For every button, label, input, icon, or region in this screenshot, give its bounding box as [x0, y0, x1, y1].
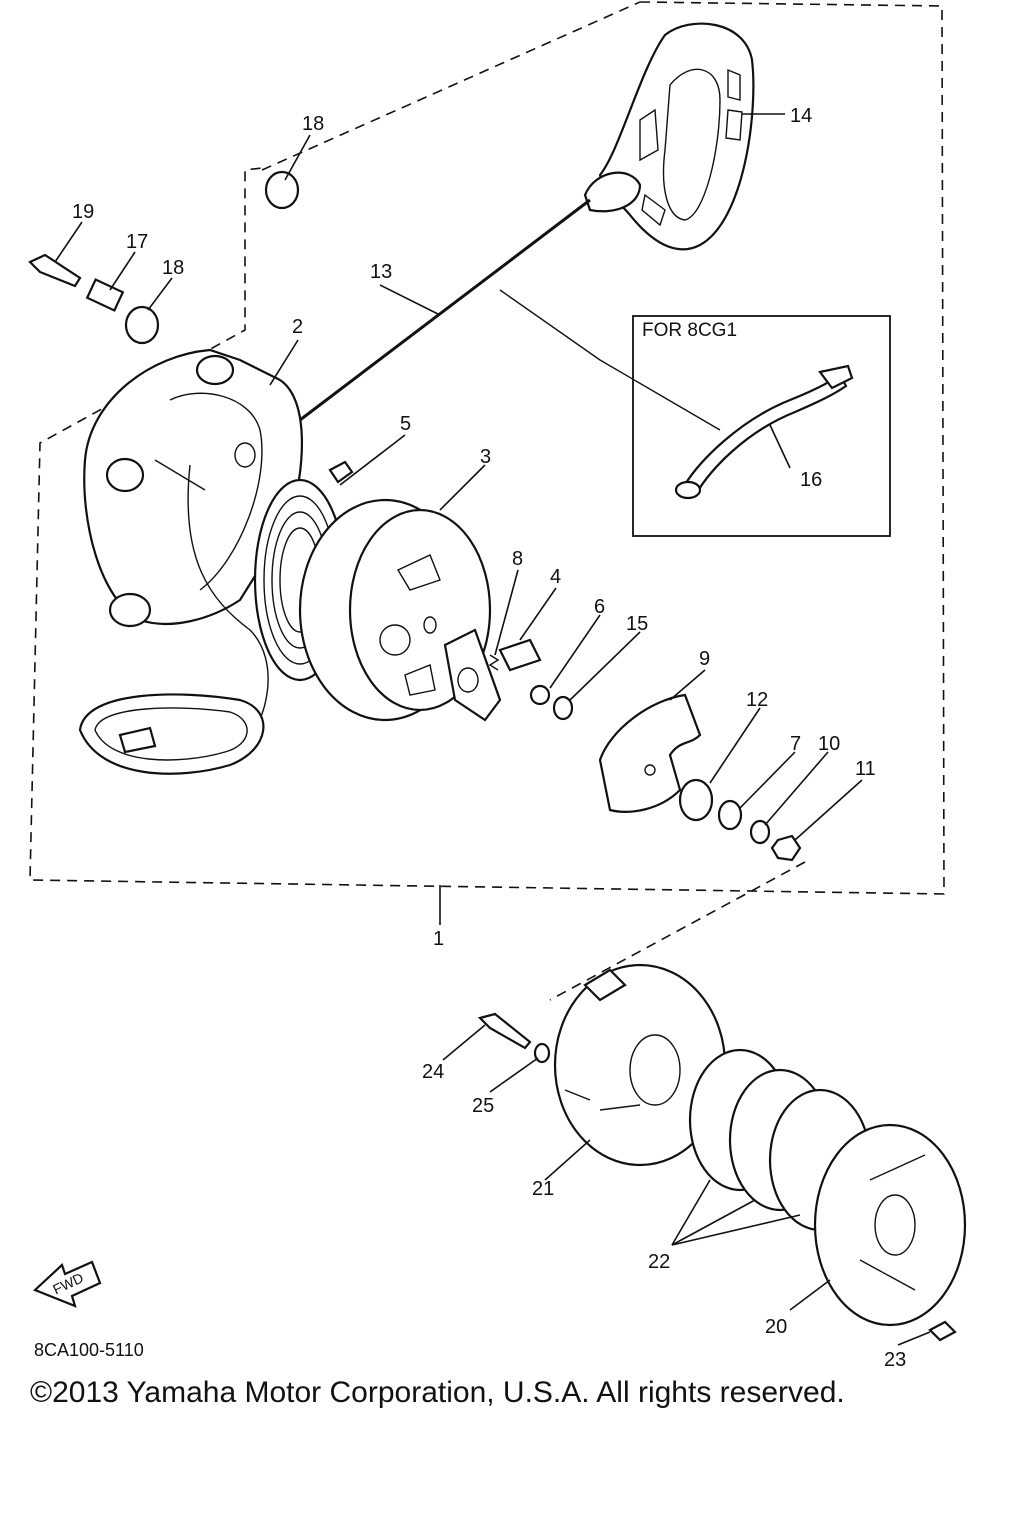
part-14-handle [583, 22, 755, 251]
callout-9: 9 [699, 648, 710, 670]
part-20-pulley-cover [813, 1123, 967, 1327]
inset-box [632, 315, 891, 537]
callout-18a: 18 [162, 257, 184, 279]
leader-lines [54, 113, 931, 1346]
callout-15: 15 [626, 613, 648, 635]
part-16-rope-guide [674, 364, 854, 500]
part-13-rope [299, 198, 591, 422]
part-15-washer [552, 695, 574, 721]
callout-13: 13 [370, 261, 392, 283]
callout-24: 24 [422, 1061, 444, 1083]
inset-label: FOR 8CG1 [642, 320, 737, 341]
callout-16: 16 [800, 469, 822, 491]
part-24-bolt [477, 1012, 532, 1050]
assembly-boundary [29, 1, 945, 895]
copyright-notice: ©2013 Yamaha Motor Corporation, U.S.A. A… [30, 1376, 845, 1409]
part-13-rope-end [499, 289, 721, 431]
part-4-ratchet [443, 628, 542, 722]
part-11-nut [770, 834, 802, 862]
part-18-bushing-b [264, 170, 300, 210]
part-7-washer [717, 799, 743, 831]
callout-numbers: 1 2 3 4 5 6 7 8 9 10 11 12 13 14 15 16 1… [72, 105, 906, 1371]
connector-dash [549, 861, 806, 1001]
callout-3: 3 [480, 446, 491, 468]
part-9-friction-plate [598, 693, 702, 813]
callout-14: 14 [790, 105, 812, 127]
callout-12: 12 [746, 689, 768, 711]
part-8-spring [488, 654, 500, 671]
part-19-bolt [28, 253, 82, 288]
starter-ring-belt [78, 693, 265, 775]
callout-7: 7 [790, 733, 801, 755]
callout-10: 10 [818, 733, 840, 755]
callout-21: 21 [532, 1178, 554, 1200]
callout-2: 2 [292, 316, 303, 338]
callout-17: 17 [126, 231, 148, 253]
part-18-bushing-a [124, 305, 160, 345]
part-6-spring [529, 684, 551, 706]
callout-22: 22 [648, 1251, 670, 1273]
callout-4: 4 [550, 566, 561, 588]
callout-11: 11 [855, 758, 876, 780]
part-12-collar [678, 778, 714, 822]
callout-23: 23 [884, 1349, 906, 1371]
callout-6: 6 [594, 596, 605, 618]
callout-1: 1 [433, 928, 444, 950]
callout-19: 19 [72, 201, 94, 223]
part-17-collar [85, 278, 125, 312]
part-25-washer [533, 1042, 551, 1064]
callout-25: 25 [472, 1095, 494, 1117]
callout-5: 5 [400, 413, 411, 435]
drawing-code: 8CA100-5110 [34, 1340, 144, 1360]
assembly-boundary-top [261, 1, 641, 171]
part-9-hole [644, 764, 656, 776]
callout-18b: 18 [302, 113, 324, 135]
part-10-washer [749, 819, 771, 845]
callout-20: 20 [765, 1316, 787, 1338]
part-23-screw [928, 1320, 957, 1342]
fwd-arrow-icon: FWD [32, 1260, 102, 1308]
callout-8: 8 [512, 548, 523, 570]
